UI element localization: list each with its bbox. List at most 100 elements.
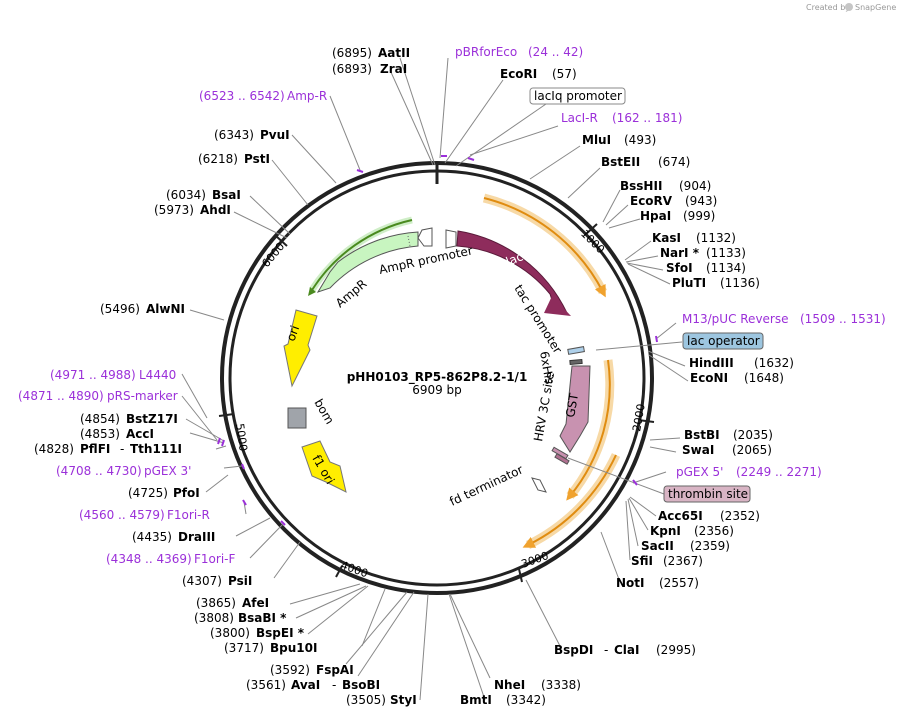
svg-text:(3338): (3338) — [541, 678, 581, 692]
svg-text:(1632): (1632) — [754, 356, 794, 370]
site-bsabi[interactable]: (3808) BsaBI * — [194, 611, 287, 625]
feature-lac-operator[interactable] — [567, 346, 585, 355]
svg-text:NheI: NheI — [494, 678, 525, 692]
svg-text:(5496): (5496) — [100, 302, 140, 316]
svg-text:SfiI: SfiI — [631, 554, 653, 568]
site-draiii[interactable]: (4435) DraIII — [132, 530, 215, 544]
site-pflfi-tth111i[interactable]: (4828) PflFI - Tth111I — [34, 442, 182, 456]
site-bstz17i[interactable]: (4854) BstZ17I — [80, 412, 178, 426]
feature-ori[interactable] — [283, 309, 318, 388]
svg-text:SacII: SacII — [641, 539, 674, 553]
svg-text:BsaBI *: BsaBI * — [238, 611, 287, 625]
site-pluti[interactable]: PluTI (1136) — [672, 276, 760, 290]
primer-pgex3[interactable]: (4708 .. 4730) pGEX 3' — [56, 464, 191, 478]
site-afei[interactable]: (3865) AfeI — [196, 596, 269, 610]
svg-text:(4853): (4853) — [80, 427, 120, 441]
svg-text:(3342): (3342) — [506, 693, 546, 707]
site-econi[interactable]: EcoNI (1648) — [690, 371, 784, 385]
site-psti[interactable]: (6218) PstI — [198, 152, 270, 166]
site-bpu10i[interactable]: (3717) Bpu10I — [224, 641, 317, 655]
svg-text:(6523 .. 6542): (6523 .. 6542) — [199, 89, 285, 103]
svg-text:(999): (999) — [683, 209, 715, 223]
feature-f1-ori[interactable] — [301, 440, 347, 493]
feature-promoter-arrow-1[interactable] — [445, 229, 457, 249]
site-mlui[interactable]: MluI (493) — [582, 133, 656, 147]
feature-thrombin[interactable] — [554, 453, 570, 465]
site-sfoi[interactable]: SfoI (1134) — [666, 261, 746, 275]
site-hpai[interactable]: HpaI (999) — [640, 209, 715, 223]
feature-gst[interactable] — [559, 365, 591, 453]
svg-text:(4307): (4307) — [182, 574, 222, 588]
svg-text:(6893): (6893) — [332, 62, 372, 76]
site-bsai[interactable]: (6034) BsaI — [166, 188, 241, 202]
feature-ampr[interactable] — [316, 231, 419, 293]
site-swai[interactable]: SwaI (2065) — [682, 443, 772, 457]
primer-prs-marker[interactable]: (4871 .. 4890) pRS-marker — [18, 389, 178, 403]
svg-text:BsoBI: BsoBI — [342, 678, 380, 692]
tick-2000: 2000 — [630, 403, 655, 433]
svg-text:(2356): (2356) — [694, 524, 734, 538]
site-psii[interactable]: (4307) PsiI — [182, 574, 252, 588]
boxed-lac-operator[interactable]: lac operator — [682, 332, 764, 350]
svg-text:BspDI: BspDI — [554, 643, 593, 657]
site-ecori[interactable]: EcoRI (57) — [500, 67, 577, 81]
site-sfii[interactable]: SfiI (2367) — [631, 554, 703, 568]
site-hindiii[interactable]: HindIII (1632) — [689, 356, 794, 370]
site-bstbi[interactable]: BstBI (2035) — [684, 428, 773, 442]
site-avai-bsobi[interactable]: (3561) AvaI - BsoBI — [246, 678, 380, 692]
backbone-outer — [220, 161, 654, 595]
primer-amp-r[interactable]: (6523 .. 6542) Amp-R — [199, 89, 327, 103]
site-kasi[interactable]: KasI (1132) — [652, 231, 736, 245]
site-bsshii[interactable]: BssHII (904) — [620, 179, 711, 193]
site-ahdi[interactable]: (5973) AhdI — [154, 203, 231, 217]
svg-text:(6343): (6343) — [214, 128, 254, 142]
boxed-thrombin-site[interactable]: thrombin site — [663, 485, 751, 503]
site-sacii[interactable]: SacII (2359) — [641, 539, 730, 553]
svg-text:(2367): (2367) — [663, 554, 703, 568]
site-bsteii[interactable]: BstEII (674) — [601, 155, 690, 169]
site-acc65i[interactable]: Acc65I (2352) — [658, 509, 760, 523]
svg-text:BssHII: BssHII — [620, 179, 662, 193]
laci-arrowhead — [544, 296, 571, 316]
primer-laci-r[interactable]: LacI-R (162 .. 181) — [561, 111, 682, 125]
site-bspdi-clai[interactable]: BspDI - ClaI (2995) — [554, 643, 696, 657]
feature-6xhis[interactable] — [569, 358, 583, 366]
svg-text:(6034): (6034) — [166, 188, 206, 202]
svg-text:PvuI: PvuI — [260, 128, 290, 142]
site-bspei[interactable]: (3800) BspEI * — [210, 626, 305, 640]
site-acci[interactable]: (4853) AccI — [80, 427, 154, 441]
feature-bom[interactable] — [287, 407, 307, 429]
site-kpni[interactable]: KpnI (2356) — [650, 524, 734, 538]
site-aatii[interactable]: (6895) AatII — [332, 46, 410, 60]
site-ecorv[interactable]: EcoRV (943) — [630, 194, 717, 208]
svg-text:F1ori-F: F1ori-F — [194, 552, 235, 566]
svg-text:pRS-marker: pRS-marker — [107, 389, 178, 403]
svg-text:F1ori-R: F1ori-R — [167, 508, 210, 522]
svg-text:AatII: AatII — [378, 46, 410, 60]
primer-pgex5[interactable]: pGEX 5' (2249 .. 2271) — [676, 465, 822, 479]
feature-fd-terminator[interactable] — [531, 477, 547, 493]
primer-f1ori-r[interactable]: (4560 .. 4579) F1ori-R — [79, 508, 210, 522]
feature-ampr-promoter[interactable] — [417, 227, 433, 247]
site-nhei[interactable]: NheI (3338) — [494, 678, 581, 692]
site-alwni[interactable]: (5496) AlwNI — [100, 302, 185, 316]
site-fspai[interactable]: (3592) FspAI — [270, 663, 354, 677]
svg-text:(3592): (3592) — [270, 663, 310, 677]
svg-text:EcoRV: EcoRV — [630, 194, 673, 208]
site-noti[interactable]: NotI (2557) — [616, 576, 699, 590]
primer-m13-puc-reverse[interactable]: M13/pUC Reverse (1509 .. 1531) — [682, 312, 886, 326]
primer-f1ori-f[interactable]: (4348 .. 4369) F1ori-F — [106, 552, 235, 566]
label-hrv-3c: HRV 3C site — [531, 371, 557, 443]
svg-text:(1132): (1132) — [696, 231, 736, 245]
primer-l4440[interactable]: (4971 .. 4988) L4440 — [50, 368, 176, 382]
site-bmti[interactable]: BmtI (3342) — [460, 693, 546, 707]
site-pfoi[interactable]: (4725) PfoI — [128, 486, 200, 500]
site-nari[interactable]: NarI * (1133) — [660, 246, 746, 260]
primer-pbrforeco[interactable]: pBRforEco (24 .. 42) — [455, 45, 583, 59]
map-length: 6909 bp — [412, 383, 462, 397]
site-zrai[interactable]: (6893) ZraI — [332, 62, 407, 76]
site-styi[interactable]: (3505) StyI — [346, 693, 417, 707]
svg-text:(904): (904) — [679, 179, 711, 193]
site-pvui[interactable]: (6343) PvuI — [214, 128, 290, 142]
boxed-laciq-promoter[interactable]: lacIq promoter — [529, 87, 626, 105]
